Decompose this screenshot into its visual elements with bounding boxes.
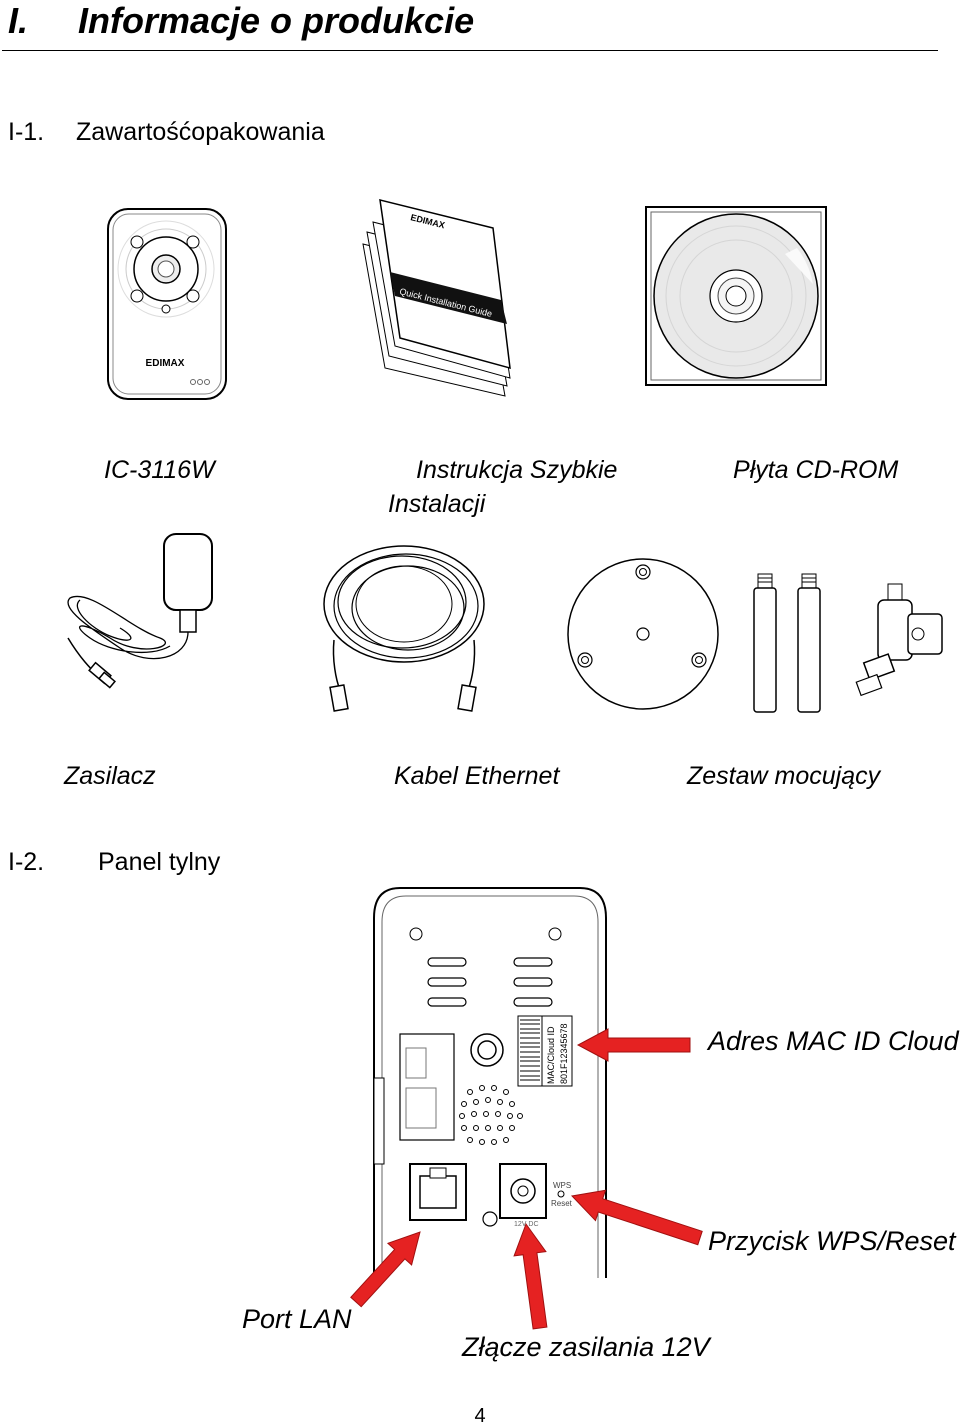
cable-caption: Kabel Ethernet [394, 762, 560, 790]
arrow-wps [570, 1189, 703, 1246]
callout-lan-port: Port LAN [242, 1304, 352, 1334]
mount-base-image [567, 558, 719, 710]
mac-label-text: MAC/Cloud ID [546, 1026, 556, 1084]
power-adapter-image [67, 533, 213, 689]
mount-screws-image [753, 573, 943, 713]
section-title: Informacje o produkcie [78, 0, 475, 41]
page-number: 4 [474, 1405, 486, 1427]
adapter-caption: Zasilacz [64, 762, 156, 790]
cd-rom-image [645, 206, 827, 386]
subsection-heading-rear-panel: I-2. Panel tylny [8, 848, 220, 877]
mount-caption: Zestaw mocujący [687, 762, 881, 790]
subsection-title: Panel tylny [98, 848, 221, 876]
arrow-mac [576, 1028, 691, 1062]
arrow-lan [350, 1231, 421, 1308]
guide-caption-line2: Instalacji [388, 490, 486, 518]
quick-guide-image: EDIMAX Quick Installation Guide [362, 199, 511, 397]
callout-mac-cloud-id: Adres MAC ID Cloud [708, 1026, 959, 1056]
callout-wps-reset-button: Przycisk WPS/Reset [708, 1226, 956, 1256]
cd-caption: Płyta CD-ROM [733, 456, 899, 484]
camera-front-image: EDIMAX [107, 208, 227, 400]
subsection-title: Zawartośćopakowania [76, 118, 325, 146]
section-number: I. [8, 0, 29, 41]
arrow-power [513, 1222, 548, 1330]
camera-caption: IC-3116W [104, 456, 215, 484]
mac-value-text: 801F12345678 [559, 1023, 569, 1084]
subsection-number: I-2. [8, 848, 45, 876]
guide-caption-line1: Instrukcja Szybkie [416, 456, 618, 484]
ethernet-cable-image [323, 545, 485, 712]
subsection-number: I-1. [8, 118, 45, 146]
wps-label-text: WPS [553, 1181, 571, 1190]
heading-rule [2, 50, 938, 51]
reset-label-text: Reset [551, 1199, 573, 1208]
camera-brand-text: EDIMAX [146, 358, 185, 369]
section-heading: I. Informacje o produkcie [8, 0, 474, 42]
rear-panel-image: MAC/Cloud ID 801F12345678 WPS Reset 12V … [373, 887, 607, 1278]
callout-power-connector: Złącze zasilania 12V [462, 1332, 710, 1362]
subsection-heading-contents: I-1. Zawartośćopakowania [8, 118, 325, 147]
